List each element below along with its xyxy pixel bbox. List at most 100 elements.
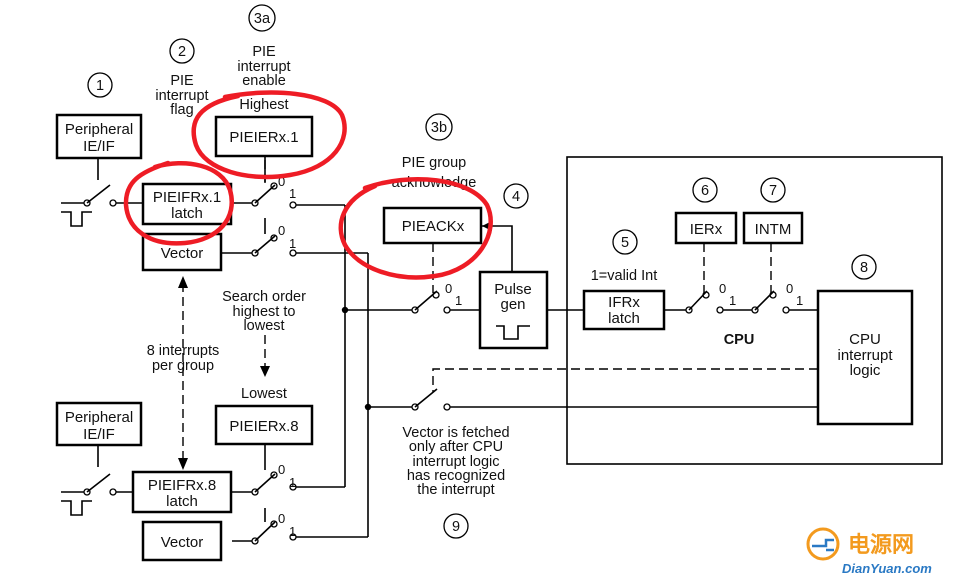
svg-text:latch: latch: [608, 310, 640, 327]
svg-text:PIEIFRx.1: PIEIFRx.1: [153, 189, 221, 206]
svg-text:9: 9: [452, 519, 460, 535]
svg-text:interrupt: interrupt: [237, 59, 290, 75]
svg-text:5: 5: [621, 235, 629, 251]
svg-text:interrupt: interrupt: [155, 88, 208, 104]
pie-flag-label: PIE interrupt flag: [155, 73, 208, 118]
svg-text:PIEIERx.8: PIEIERx.8: [229, 418, 298, 435]
step-marker-1: 1: [87, 72, 113, 98]
svg-text:8 interrupts: 8 interrupts: [147, 343, 220, 359]
svg-text:latch: latch: [166, 493, 198, 510]
svg-text:PIE: PIE: [170, 73, 194, 89]
svg-text:Search order: Search order: [222, 289, 306, 305]
svg-text:interrupt: interrupt: [837, 347, 893, 364]
svg-text:0: 0: [445, 281, 452, 296]
svg-text:1: 1: [289, 475, 296, 490]
svg-text:3a: 3a: [254, 11, 271, 27]
svg-text:IFRx: IFRx: [608, 294, 640, 311]
red-circle-pieier1: [191, 90, 347, 180]
svg-text:6: 6: [701, 183, 709, 199]
step-marker-5: 5: [612, 229, 638, 255]
step-marker-3a: 3a: [248, 4, 276, 32]
cpu-interrupt-logic-box: CPU interrupt logic: [816, 289, 914, 426]
step-marker-6: 6: [692, 177, 718, 203]
svg-text:0: 0: [278, 462, 285, 477]
svg-text:IE/IF: IE/IF: [83, 426, 115, 443]
svg-text:the interrupt: the interrupt: [417, 482, 494, 498]
ierx-box: IERx: [674, 211, 738, 245]
highest-label: Highest: [239, 97, 288, 113]
cpu-label: CPU: [724, 332, 755, 348]
svg-text:1: 1: [289, 186, 296, 201]
svg-text:8: 8: [860, 260, 868, 276]
search-order-label: Search order highest to lowest: [222, 289, 306, 334]
svg-text:0: 0: [278, 511, 285, 526]
plug-icon: [806, 527, 840, 561]
wires: [61, 157, 818, 542]
svg-text:gen: gen: [500, 296, 525, 313]
svg-text:has recognized: has recognized: [407, 468, 505, 484]
step-marker-3b: 3b: [425, 113, 453, 141]
dashed-control-lines: [182, 160, 818, 462]
svg-text:1: 1: [289, 236, 296, 251]
svg-text:4: 4: [512, 189, 520, 205]
svg-text:PIE: PIE: [252, 44, 276, 60]
pieier8-box: PIEIERx.8: [214, 404, 314, 446]
pieier1-box: PIEIERx.1: [214, 115, 314, 158]
step-marker-8: 8: [851, 254, 877, 280]
svg-text:flag: flag: [170, 102, 193, 118]
pulse-gen-box: Pulse gen: [478, 270, 549, 350]
svg-text:2: 2: [178, 44, 186, 60]
red-circle-pieackx: [338, 177, 493, 280]
switch-pieier1: [251, 182, 297, 209]
switch-vector-fetch: [411, 388, 451, 411]
svg-text:Peripheral: Peripheral: [65, 409, 133, 426]
step-marker-9: 9: [443, 513, 469, 539]
pie-enable-label: PIE interrupt enable: [237, 44, 290, 89]
switch-pieier8: [251, 471, 297, 496]
switch-vector-top: [251, 234, 297, 257]
svg-text:interrupt logic: interrupt logic: [412, 454, 499, 470]
svg-text:Pulse: Pulse: [494, 281, 532, 298]
svg-text:1: 1: [729, 293, 736, 308]
svg-text:3b: 3b: [431, 120, 447, 136]
svg-text:only after CPU: only after CPU: [409, 439, 503, 455]
switch-vector-bottom: [251, 520, 297, 545]
switches: [83, 182, 790, 545]
svg-text:0: 0: [719, 281, 726, 296]
svg-text:PIEIERx.1: PIEIERx.1: [229, 129, 298, 146]
intm-box: INTM: [742, 211, 804, 245]
svg-text:IERx: IERx: [690, 221, 723, 238]
vector-fetch-label: Vector is fetched only after CPU interru…: [402, 425, 509, 498]
svg-text:INTM: INTM: [755, 221, 792, 238]
svg-text:Vector: Vector: [161, 534, 204, 551]
svg-text:Vector is fetched: Vector is fetched: [402, 425, 509, 441]
svg-text:CPU: CPU: [849, 331, 881, 348]
vector-bottom-box: Vector: [141, 520, 223, 562]
svg-text:1: 1: [289, 524, 296, 539]
svg-text:1: 1: [796, 293, 803, 308]
svg-text:1: 1: [96, 78, 104, 94]
svg-text:Peripheral: Peripheral: [65, 121, 133, 138]
step-marker-2: 2: [169, 38, 195, 64]
switch-peripheral-top: [83, 184, 117, 207]
svg-text:PIEACKx: PIEACKx: [402, 218, 465, 235]
switch-intm: [751, 290, 790, 314]
svg-text:per group: per group: [152, 358, 214, 374]
watermark-brand: 电源网: [848, 532, 914, 557]
switch-state-labels: 0 1 0 1 0 1 0 1 0 1 0 1 0 1: [278, 174, 803, 539]
ifrx-latch-box: IFRx latch: [582, 289, 666, 331]
svg-text:1: 1: [455, 293, 462, 308]
step-marker-7: 7: [760, 177, 786, 203]
peripheral-top-box: Peripheral IE/IF: [55, 113, 143, 160]
red-annotation-circles: [123, 90, 493, 280]
pulse-icons: [61, 211, 92, 516]
peripheral-bottom-box: Peripheral IE/IF: [55, 401, 143, 447]
svg-text:IE/IF: IE/IF: [83, 138, 115, 155]
svg-text:enable: enable: [242, 73, 286, 89]
svg-text:latch: latch: [171, 205, 203, 222]
interrupts-per-group-label: 8 interrupts per group: [147, 343, 220, 374]
svg-text:0: 0: [786, 281, 793, 296]
pieifr8-latch-box: PIEIFRx.8 latch: [131, 470, 233, 514]
svg-text:lowest: lowest: [243, 318, 284, 334]
